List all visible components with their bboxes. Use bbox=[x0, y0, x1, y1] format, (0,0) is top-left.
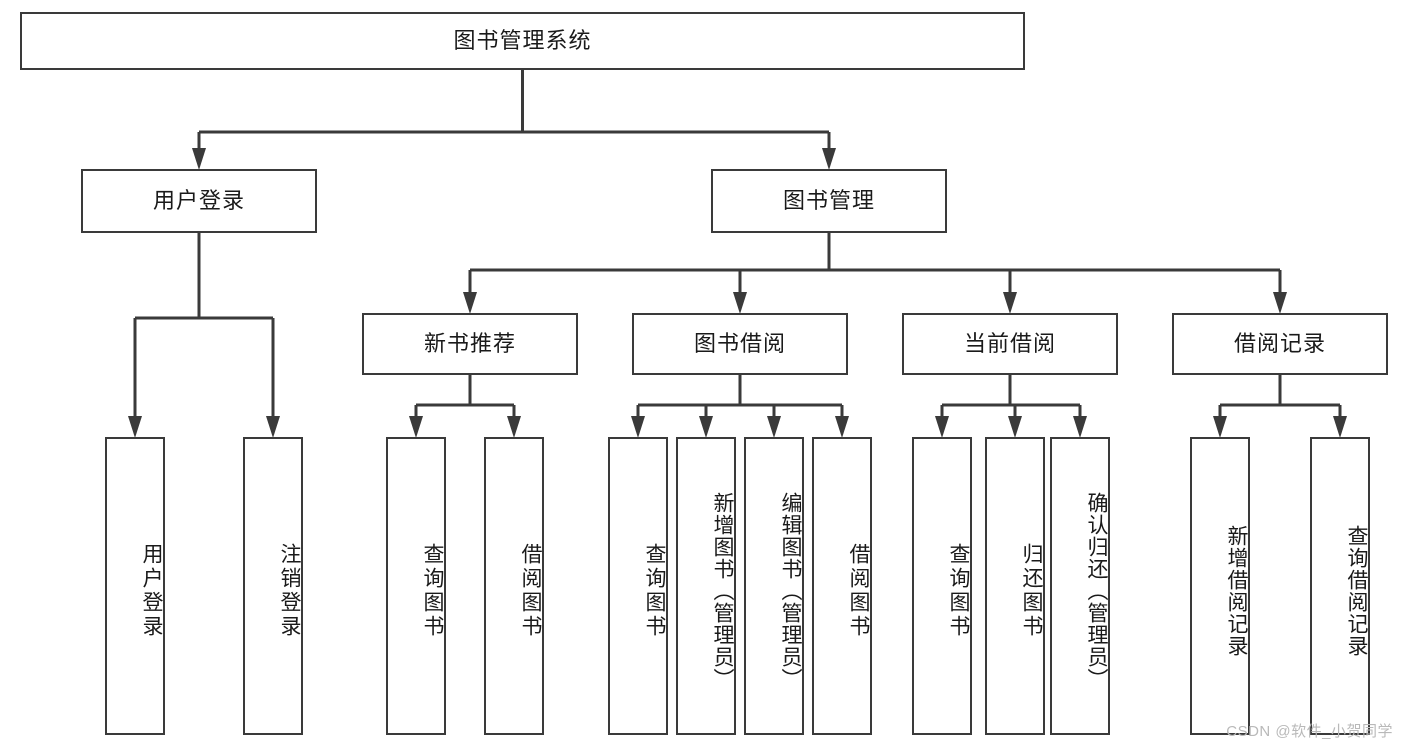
node-label: 借阅记录 bbox=[1233, 331, 1326, 357]
node-leaf-edit-book[interactable]: 编辑图书（管理员） bbox=[744, 437, 804, 735]
node-label: 查询借阅记录 bbox=[1345, 525, 1368, 657]
node-leaf-query-book-1[interactable]: 查询图书 bbox=[386, 437, 446, 735]
node-root[interactable]: 图书管理系统 bbox=[20, 12, 1025, 70]
node-label: 查询图书 bbox=[947, 543, 970, 639]
node-new-book-rec[interactable]: 新书推荐 bbox=[362, 313, 578, 375]
arrowhead bbox=[463, 292, 477, 314]
arrowhead bbox=[1333, 416, 1347, 438]
arrowhead bbox=[1213, 416, 1227, 438]
arrowhead bbox=[835, 416, 849, 438]
arrowhead bbox=[822, 148, 836, 170]
arrowhead bbox=[1003, 292, 1017, 314]
node-label: 图书管理 bbox=[782, 188, 875, 214]
node-label: 新增借阅记录 bbox=[1225, 525, 1248, 657]
arrowhead bbox=[733, 292, 747, 314]
node-label: 借阅图书 bbox=[519, 543, 542, 639]
arrowhead bbox=[409, 416, 423, 438]
node-label: 确认归还（管理员） bbox=[1085, 492, 1108, 690]
node-leaf-return-book[interactable]: 归还图书 bbox=[985, 437, 1045, 735]
arrowhead bbox=[767, 416, 781, 438]
watermark: CSDN @软件_小贺同学 bbox=[1226, 723, 1393, 740]
arrowhead bbox=[935, 416, 949, 438]
node-current-borrow[interactable]: 当前借阅 bbox=[902, 313, 1118, 375]
node-label: 查询图书 bbox=[643, 543, 666, 639]
node-leaf-query-record[interactable]: 查询借阅记录 bbox=[1310, 437, 1370, 735]
node-leaf-query-book-3[interactable]: 查询图书 bbox=[912, 437, 972, 735]
node-borrow-record[interactable]: 借阅记录 bbox=[1172, 313, 1388, 375]
arrowhead bbox=[1273, 292, 1287, 314]
node-leaf-logout[interactable]: 注销登录 bbox=[243, 437, 303, 735]
arrowhead bbox=[192, 148, 206, 170]
node-leaf-borrow-book-1[interactable]: 借阅图书 bbox=[484, 437, 544, 735]
node-label: 查询图书 bbox=[421, 543, 444, 639]
arrowhead bbox=[128, 416, 142, 438]
node-book-manage[interactable]: 图书管理 bbox=[711, 169, 947, 233]
node-leaf-borrow-book-2[interactable]: 借阅图书 bbox=[812, 437, 872, 735]
arrowhead bbox=[1008, 416, 1022, 438]
node-label: 用户登录 bbox=[140, 543, 163, 639]
node-label: 归还图书 bbox=[1020, 543, 1043, 639]
node-label: 当前借阅 bbox=[963, 331, 1056, 357]
node-label: 注销登录 bbox=[278, 543, 301, 639]
arrowhead bbox=[266, 416, 280, 438]
node-leaf-add-record[interactable]: 新增借阅记录 bbox=[1190, 437, 1250, 735]
node-user-login[interactable]: 用户登录 bbox=[81, 169, 317, 233]
node-label: 借阅图书 bbox=[847, 543, 870, 639]
node-label: 图书管理系统 bbox=[453, 28, 592, 54]
arrowhead bbox=[699, 416, 713, 438]
node-label: 新增图书（管理员） bbox=[711, 492, 734, 690]
node-label: 新书推荐 bbox=[423, 331, 516, 357]
arrowhead bbox=[507, 416, 521, 438]
node-book-borrow[interactable]: 图书借阅 bbox=[632, 313, 848, 375]
node-label: 图书借阅 bbox=[693, 331, 786, 357]
node-label: 编辑图书（管理员） bbox=[779, 492, 802, 690]
node-label: 用户登录 bbox=[152, 188, 245, 214]
arrowhead bbox=[631, 416, 645, 438]
arrowhead bbox=[1073, 416, 1087, 438]
node-leaf-add-book[interactable]: 新增图书（管理员） bbox=[676, 437, 736, 735]
node-leaf-confirm-return[interactable]: 确认归还（管理员） bbox=[1050, 437, 1110, 735]
node-leaf-user-login[interactable]: 用户登录 bbox=[105, 437, 165, 735]
node-leaf-query-book-2[interactable]: 查询图书 bbox=[608, 437, 668, 735]
